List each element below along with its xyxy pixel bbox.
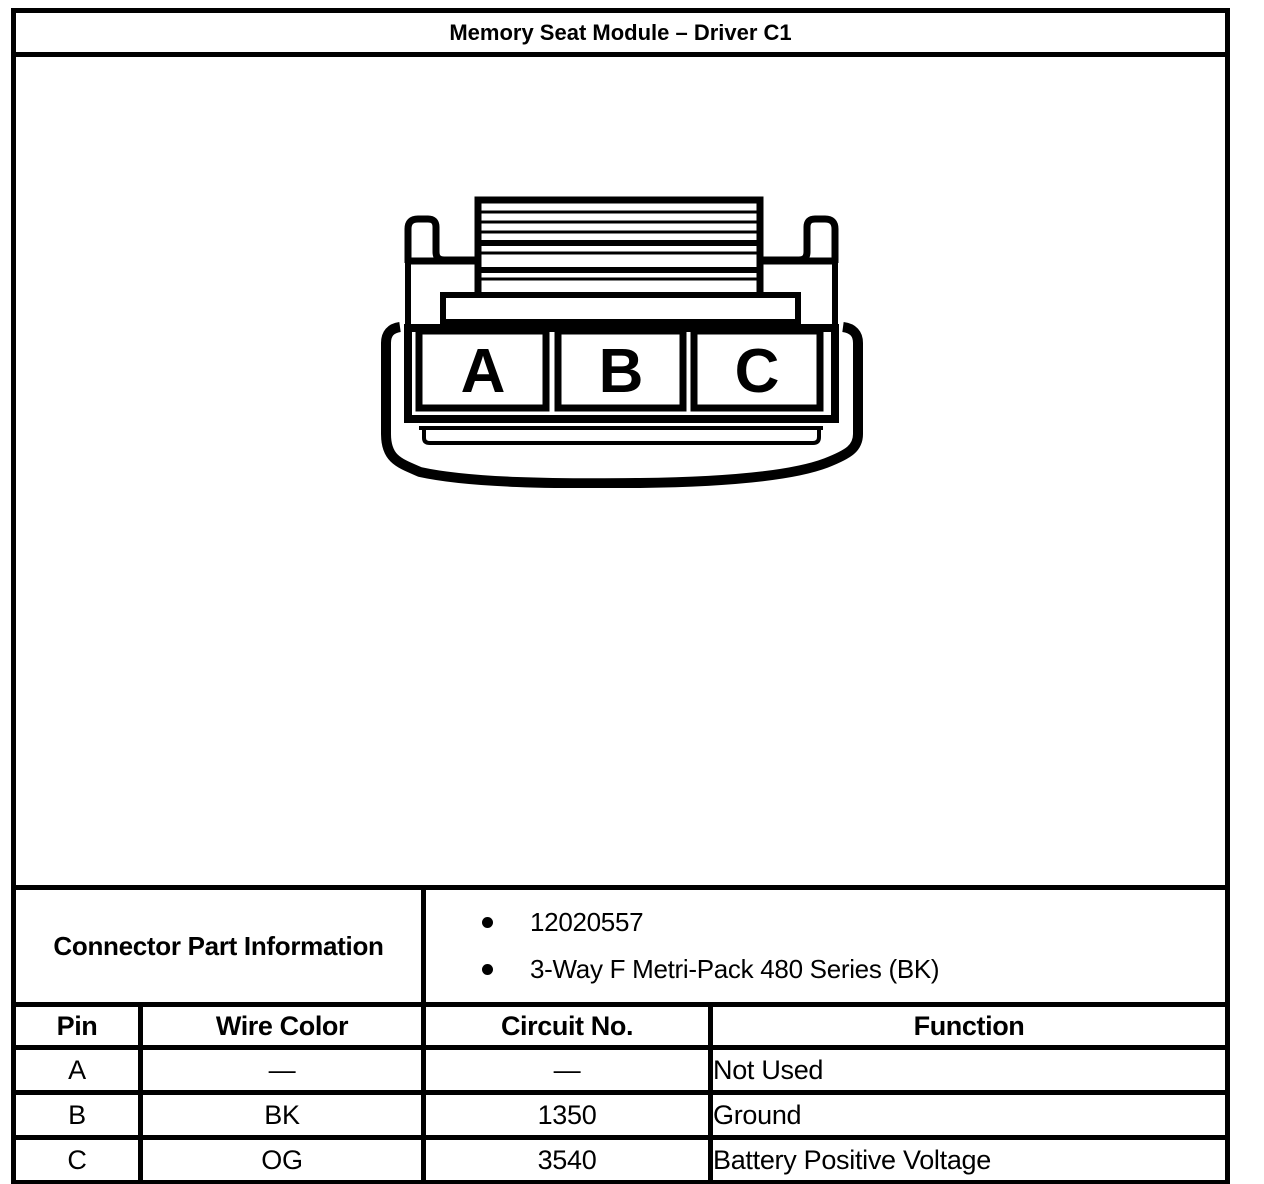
body-seam-lip [422,429,821,445]
pin-cell: A [11,1045,143,1095]
pin-box-c [690,327,824,412]
wire-color-cell: OG [138,1135,426,1184]
table-row-pin-c: C OG 3540 Battery Positive Voltage [11,1135,1230,1184]
wire-color-cell: — [138,1045,426,1095]
connector-rib-block [474,196,764,301]
connector-info-table: Memory Seat Module – Driver C1 [11,8,1230,1184]
pin-table-header-row: Pin Wire Color Circuit No. Function [11,1002,1230,1050]
part-number-item: 12020557 [482,907,1225,938]
function-cell: Battery Positive Voltage [708,1135,1230,1184]
circuit-no-cell: — [421,1045,713,1095]
wire-color-cell: BK [138,1090,426,1140]
pin-label-a: A [461,337,506,406]
pin-cell: C [11,1135,143,1184]
table-row-pin-a: A — — Not Used [11,1045,1230,1095]
connector-part-info-label: Connector Part Information [11,885,426,1007]
bullet-icon [482,917,493,928]
part-number: 12020557 [530,907,644,937]
pin-cell: B [11,1090,143,1140]
connector-diagram: A B C [381,196,863,488]
bullet-icon [482,964,493,975]
function-cell: Ground [708,1090,1230,1140]
circuit-no-cell: 1350 [421,1090,713,1140]
circuit-no-cell: 3540 [421,1135,713,1184]
connector-series: 3-Way F Metri-Pack 480 Series (BK) [530,954,940,984]
connector-drawing-cell: A B C [11,52,1230,890]
pin-box-b [554,327,687,412]
header-function: Function [708,1002,1230,1050]
latch-ear-right [760,215,839,264]
connector-step-plate [440,292,801,325]
table-row-pin-b: B BK 1350 Ground [11,1090,1230,1140]
connector-part-info-values: 12020557 3-Way F Metri-Pack 480 Series (… [421,885,1230,1007]
pin-label-b: B [599,337,644,406]
pin-label-c: C [735,337,780,406]
header-pin: Pin [11,1002,143,1050]
header-wire-color: Wire Color [138,1002,426,1050]
latch-ear-left [404,215,478,264]
connector-outer-collar [381,322,863,488]
function-cell: Not Used [708,1045,1230,1095]
connector-series-item: 3-Way F Metri-Pack 480 Series (BK) [482,954,1225,985]
page-title: Memory Seat Module – Driver C1 [11,8,1230,57]
header-circuit-no: Circuit No. [421,1002,713,1050]
pin-box-a [415,327,550,412]
